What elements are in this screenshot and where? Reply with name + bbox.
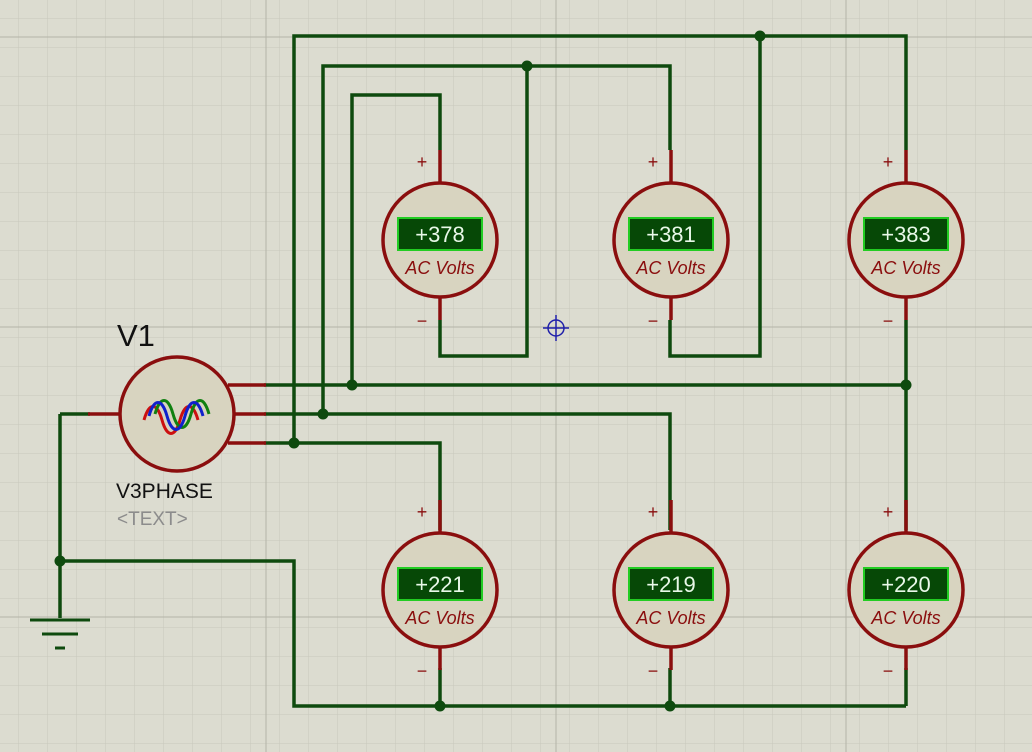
- voltmeter-minus-label: −: [648, 661, 659, 681]
- voltmeter-m3[interactable]: +383 AC Volts + −: [847, 150, 965, 331]
- voltmeter-plus-label: +: [648, 152, 659, 172]
- source-ref-label: V1: [117, 318, 155, 353]
- wire-riser-inner: [350, 93, 442, 385]
- source-body: [118, 355, 236, 473]
- junction-dot: [317, 408, 329, 420]
- junction-dot: [54, 555, 66, 567]
- voltmeter-display: [863, 217, 949, 251]
- voltmeter-m1[interactable]: +378 AC Volts + −: [381, 150, 499, 331]
- junction-dot: [521, 60, 533, 72]
- voltmeter-display: [397, 217, 483, 251]
- voltmeter-m6[interactable]: +220 AC Volts + −: [847, 500, 965, 681]
- wire-phase-b: [264, 412, 672, 530]
- voltmeter-unit-label: AC Volts: [404, 608, 474, 628]
- junction-dot: [664, 700, 676, 712]
- voltmeter-plus-label: +: [883, 152, 894, 172]
- junction-dot: [900, 379, 912, 391]
- wire-m1-neg: [438, 66, 529, 358]
- wires: [58, 34, 908, 708]
- voltmeter-m4[interactable]: +221 AC Volts + −: [381, 500, 499, 681]
- junction-dot: [434, 700, 446, 712]
- voltmeter-unit-label: AC Volts: [870, 608, 940, 628]
- voltmeter-reading: +381: [646, 222, 696, 247]
- voltmeter-reading: +220: [881, 572, 931, 597]
- voltmeter-minus-label: −: [417, 661, 428, 681]
- voltmeter-m5[interactable]: +219 AC Volts + −: [612, 500, 730, 681]
- voltmeter-minus-label: −: [648, 311, 659, 331]
- voltmeter-reading: +221: [415, 572, 465, 597]
- three-phase-source[interactable]: V1 V3PHASE <TEXT>: [88, 318, 266, 530]
- voltmeter-plus-label: +: [883, 502, 894, 522]
- junction-dot: [288, 437, 300, 449]
- junction-dot: [346, 379, 358, 391]
- voltmeter-display: [628, 217, 714, 251]
- voltmeter-plus-label: +: [417, 502, 428, 522]
- voltmeter-minus-label: −: [883, 311, 894, 331]
- wire-riser-outer: [292, 34, 908, 443]
- voltmeter-unit-label: AC Volts: [404, 258, 474, 278]
- voltmeter-reading: +383: [881, 222, 931, 247]
- voltmeter-minus-label: −: [417, 311, 428, 331]
- voltmeter-unit-label: AC Volts: [635, 258, 705, 278]
- source-text-placeholder: <TEXT>: [117, 509, 188, 530]
- voltmeter-display: [397, 567, 483, 601]
- ground-icon[interactable]: [30, 618, 90, 650]
- junction-dot: [754, 30, 766, 42]
- junctions: [54, 30, 912, 712]
- voltmeter-plus-label: +: [648, 502, 659, 522]
- voltmeter-minus-label: −: [883, 661, 894, 681]
- three-phase-waves-icon: [142, 399, 211, 435]
- wire-riser-middle: [321, 64, 672, 414]
- voltmeter-display: [863, 567, 949, 601]
- wire-m2-neg: [668, 36, 762, 358]
- crosshair-cursor-icon: [543, 315, 569, 341]
- voltmeter-unit-label: AC Volts: [870, 258, 940, 278]
- voltmeter-unit-label: AC Volts: [635, 608, 705, 628]
- voltmeter-plus-label: +: [417, 152, 428, 172]
- voltmeter-reading: +378: [415, 222, 465, 247]
- source-type-label: V3PHASE: [116, 480, 213, 503]
- wire-neutral-bus: [60, 559, 906, 708]
- voltmeter-m2[interactable]: +381 AC Volts + −: [612, 150, 730, 331]
- voltmeters: +378 AC Volts + − +381 AC Volts + − +383 AC Volts…: [381, 150, 965, 681]
- voltmeter-display: [628, 567, 714, 601]
- voltmeter-reading: +219: [646, 572, 696, 597]
